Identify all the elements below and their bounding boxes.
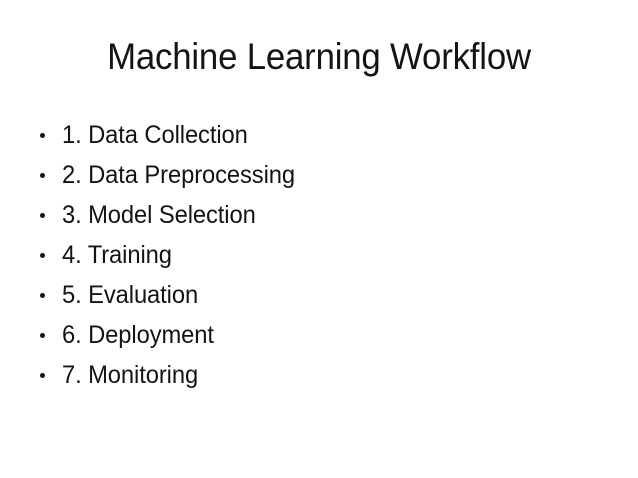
bullet-dot-icon xyxy=(40,373,45,378)
bullet-list: 1. Data Collection 2. Data Preprocessing… xyxy=(34,115,604,395)
list-item-label: 3. Model Selection xyxy=(62,201,256,229)
bullet-dot-icon xyxy=(40,213,45,218)
list-item: 3. Model Selection xyxy=(34,195,604,235)
bullet-dot-icon xyxy=(40,253,45,258)
list-item-label: 7. Monitoring xyxy=(62,361,199,389)
list-item-label: 5. Evaluation xyxy=(62,281,199,309)
list-item: 7. Monitoring xyxy=(34,355,604,395)
list-item: 5. Evaluation xyxy=(34,275,604,315)
page-title: Machine Learning Workflow xyxy=(107,36,531,77)
list-item-label: 2. Data Preprocessing xyxy=(62,161,296,189)
list-item: 4. Training xyxy=(34,235,604,275)
list-item: 2. Data Preprocessing xyxy=(34,155,604,195)
list-item: 1. Data Collection xyxy=(34,115,604,155)
bullet-dot-icon xyxy=(40,133,45,138)
list-item: 6. Deployment xyxy=(34,315,604,355)
list-item-label: 4. Training xyxy=(62,241,172,269)
bullet-dot-icon xyxy=(40,333,45,338)
bullet-dot-icon xyxy=(40,173,45,178)
list-item-label: 1. Data Collection xyxy=(62,121,248,149)
bullet-dot-icon xyxy=(40,293,45,298)
list-item-label: 6. Deployment xyxy=(62,321,214,349)
